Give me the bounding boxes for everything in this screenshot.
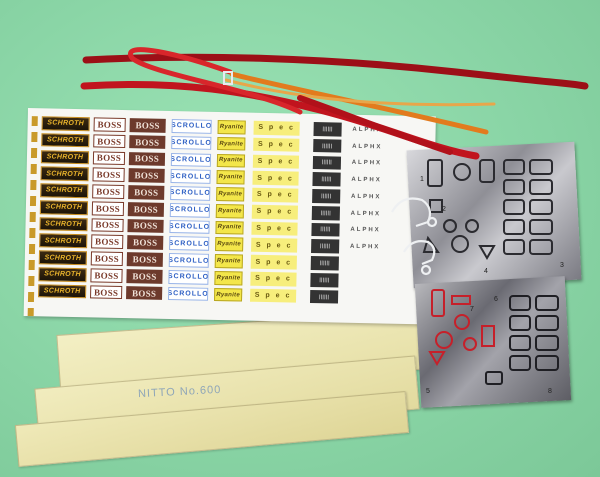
fret-number: 1 xyxy=(420,176,424,183)
etched-frames-bottom xyxy=(485,295,559,385)
fret-number: 7 xyxy=(470,306,474,313)
etched-parts-bottom xyxy=(428,289,495,366)
fret-number: 8 xyxy=(548,388,552,395)
etched-parts-top xyxy=(422,159,553,260)
fret-number: 5 xyxy=(426,388,430,395)
fret-number: 6 xyxy=(494,296,498,303)
fret-number: 3 xyxy=(560,262,564,269)
fret-number: 4 xyxy=(484,268,488,275)
ribbons xyxy=(80,47,589,160)
wire-clips xyxy=(391,197,438,276)
fret-number: 2 xyxy=(442,206,446,213)
